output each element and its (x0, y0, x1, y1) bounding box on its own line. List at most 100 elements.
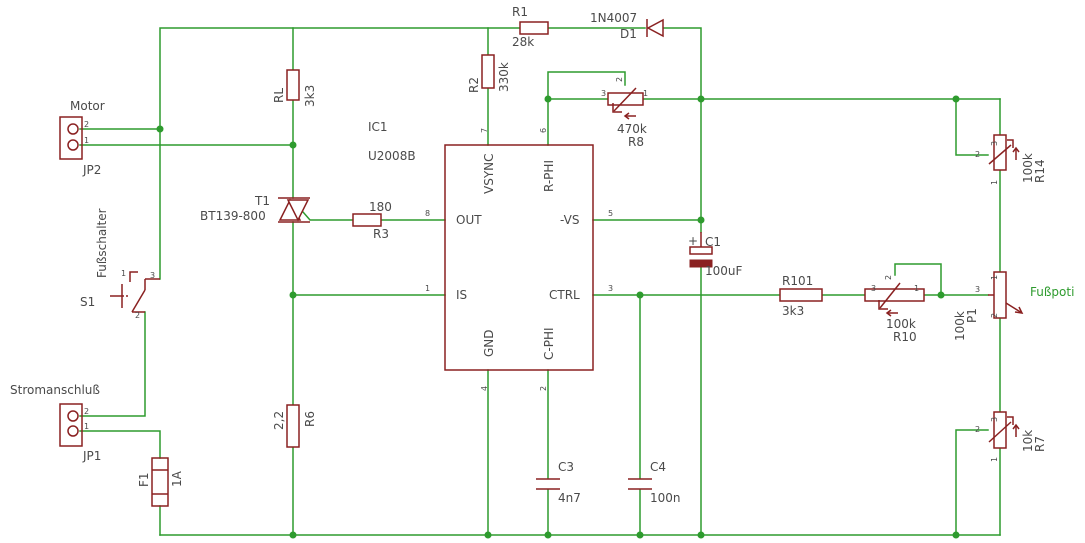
s1-value: Fußschalter (95, 208, 109, 278)
s1-name: S1 (80, 295, 95, 309)
jp1-value: Stromanschluß (10, 383, 100, 397)
wire-jp1-2 (79, 311, 146, 417)
s1-pin1: 1 (121, 269, 126, 278)
connector-jp2: Motor JP2 2 1 (59, 99, 105, 177)
r2-name: R2 (467, 77, 481, 93)
potentiometer-p1: 1 3 2 100k P1 Fußpoti (953, 271, 1074, 341)
r10-value: 100k (886, 317, 916, 331)
wire-t1-gate (301, 210, 354, 221)
jp2-name: JP2 (82, 163, 101, 177)
r3-value: 180 (369, 200, 392, 214)
capacitor-c3: C3 4n7 (536, 460, 581, 505)
trimpot-r14: 3 2 1 100k R14 (975, 134, 1047, 185)
resistor-rl: RL 3k3 (272, 69, 317, 107)
r7-pin3: 3 (990, 417, 999, 422)
ic1-pin-cphi-num: 2 (539, 386, 548, 391)
trimpot-r7: 3 2 1 10k R7 (975, 411, 1047, 462)
capacitor-c4: C4 100n (628, 460, 681, 505)
r1-name: R1 (512, 5, 528, 19)
jp2-value: Motor (70, 99, 105, 113)
ic1-pin-rphi-num: 6 (539, 128, 548, 133)
r8-pin3: 3 (601, 89, 606, 98)
c4-value: 100n (650, 491, 681, 505)
r7-pin1: 1 (990, 457, 999, 462)
ic1-pin-vs: -VS (560, 213, 579, 227)
junction (289, 531, 297, 539)
r14-pin3: 3 (990, 141, 999, 146)
fuse-f1: F1 1A (137, 457, 184, 507)
r101-name: R101 (782, 274, 813, 288)
resistor-r6: 2,2 R6 (272, 404, 317, 448)
p1-pin3: 3 (975, 285, 980, 294)
ic1-pin-gnd-num: 4 (480, 386, 489, 391)
c1-value: 100uF (705, 264, 743, 278)
r10-name: R10 (893, 330, 917, 344)
r10-pin1: 1 (914, 284, 919, 293)
ic1-pin-cphi: C-PHI (542, 327, 556, 360)
ic1-pin-gnd: GND (482, 329, 496, 357)
wire-d1-right (662, 27, 702, 233)
junction (952, 531, 960, 539)
diode-d1: 1N4007 D1 (590, 11, 664, 41)
junction (937, 291, 945, 299)
t1-name: T1 (254, 194, 270, 208)
f1-value: 1A (170, 470, 184, 487)
ic1-pin-is: IS (456, 288, 467, 302)
ic1-pin-is-num: 1 (425, 284, 430, 293)
ic1-name: IC1 (368, 120, 388, 134)
r7-pin2: 2 (975, 425, 980, 434)
r8-name: R8 (628, 135, 644, 149)
ic1-pin-vs-num: 5 (608, 209, 613, 218)
p1-value: 100k (953, 311, 967, 341)
junctions (156, 95, 960, 539)
ic1-pin-out-num: 8 (425, 209, 430, 218)
c3-value: 4n7 (558, 491, 581, 505)
r14-value: 100k (1021, 153, 1035, 183)
resistor-r2: R2 330k (467, 54, 511, 93)
jp1-pin1: 1 (84, 422, 89, 431)
c3-name: C3 (558, 460, 574, 474)
wire-r10-wiper (894, 263, 942, 296)
junction (484, 531, 492, 539)
triac-t1: T1 BT139-800 (200, 194, 310, 223)
junction (156, 125, 164, 133)
resistor-r101: R101 3k3 (779, 274, 823, 318)
jp2-pin2: 2 (84, 120, 89, 129)
resistor-r3: 180 R3 (352, 200, 392, 241)
r1-value: 28k (512, 35, 534, 49)
wire-r7-2 (955, 429, 989, 536)
trimpot-r10: 3 1 2 100k R10 (864, 275, 925, 344)
jp1-name: JP1 (82, 449, 101, 463)
junction (544, 531, 552, 539)
r2-value: 330k (497, 62, 511, 92)
t1-value: BT139-800 (200, 209, 266, 223)
r101-value: 3k3 (782, 304, 804, 318)
s1-pin3: 3 (150, 271, 155, 280)
f1-name: F1 (137, 472, 151, 487)
r10-pin2: 2 (884, 275, 893, 280)
resistor-r1: R1 28k (512, 5, 549, 49)
rl-value: 3k3 (303, 85, 317, 107)
r6-name: R6 (303, 411, 317, 427)
r3-name: R3 (373, 227, 389, 241)
p1-name: P1 (965, 308, 979, 323)
r8-pin1: 1 (643, 89, 648, 98)
junction (697, 216, 705, 224)
c1-polarity: + (688, 234, 698, 248)
junction (544, 95, 552, 103)
wire-rphi (547, 71, 626, 146)
r7-name: R7 (1033, 436, 1047, 452)
rl-name: RL (272, 88, 286, 103)
junction (289, 141, 297, 149)
junction (636, 291, 644, 299)
r14-name: R14 (1033, 159, 1047, 183)
jp2-pin1: 1 (84, 136, 89, 145)
junction (952, 95, 960, 103)
p1-net-label: Fußpoti (1030, 285, 1074, 299)
junction (697, 95, 705, 103)
trimpot-r8: 3 1 2 470k R8 (601, 77, 648, 149)
r8-pin2: 2 (615, 77, 624, 82)
switch-s1: S1 Fußschalter 1 3 2 (80, 208, 160, 320)
connector-jp1: Stromanschluß JP1 2 1 (10, 383, 101, 463)
r7-value: 10k (1021, 430, 1035, 452)
